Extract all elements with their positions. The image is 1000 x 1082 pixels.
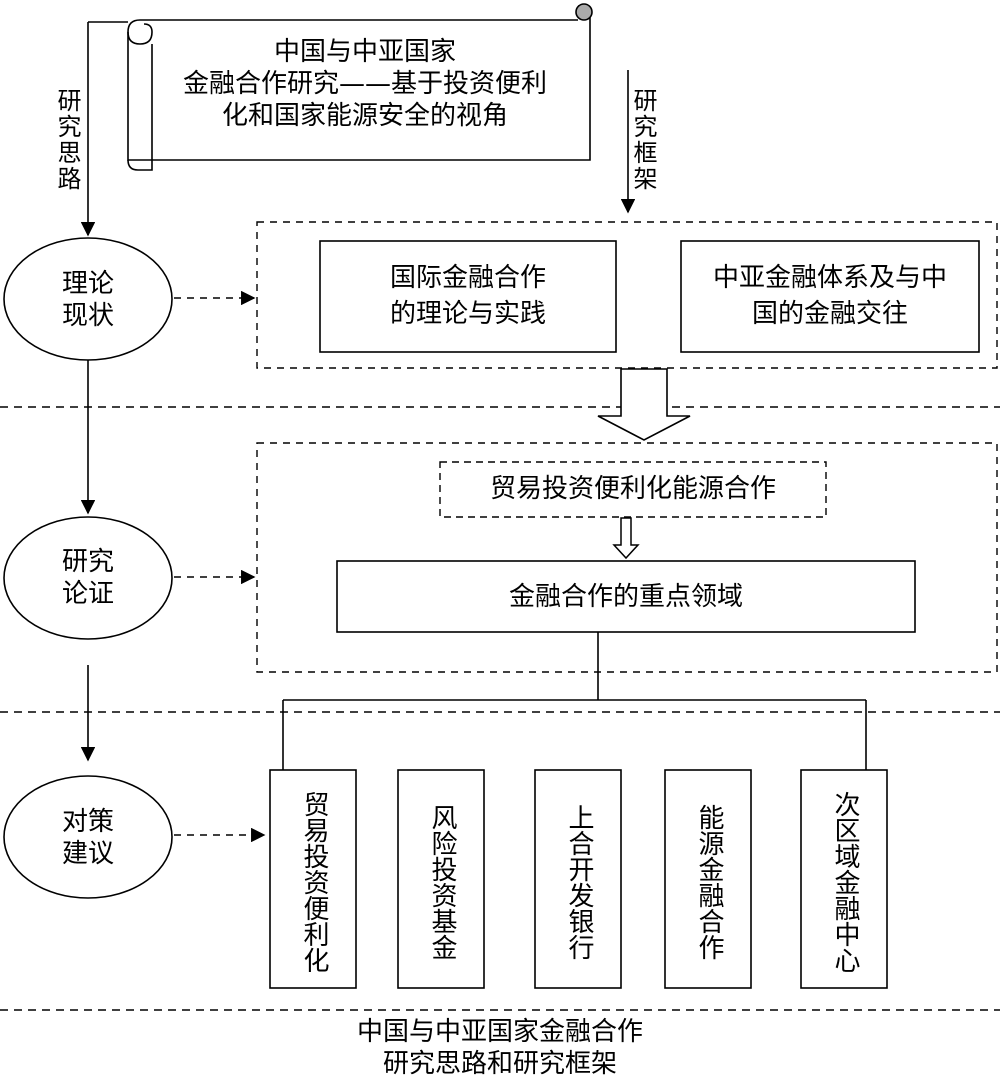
title-scroll [127,3,593,171]
theory-container [256,221,998,369]
label-research-approach: 研究思路 [53,88,81,192]
hollow-down-arrow [597,368,691,441]
field-2-text: 风险投资基金 [427,804,457,960]
research-top-box-frame [439,461,827,518]
field-box-3-frame [534,769,622,989]
stage-policy-line-1: 对策 [61,807,114,837]
title-line-2: 金融合作研究——基于投资便利 [182,69,547,99]
research-main-box-frame [336,560,916,633]
theory-box-1-line-2: 的理论与实践 [389,299,546,329]
theory-box-1-line-1: 国际金融合作 [389,263,546,293]
stage-policy-line-2: 建议 [61,839,114,869]
field-4-text: 能源金融合作 [694,804,724,960]
stage-ellipse-policy [3,775,173,899]
title-line-3: 化和国家能源安全的视角 [221,101,508,131]
stage-ellipse-theory [3,237,173,361]
field-1-text: 贸易投资便利化 [299,791,329,973]
stage-research-line-2: 论证 [61,579,114,609]
stage-theory-line-1: 理论 [61,269,114,299]
field-box-4-frame [664,769,752,989]
theory-box-2-line-2: 国的金融交往 [751,299,908,329]
stage-theory-line-2: 现状 [61,301,114,331]
research-top-text: 贸易投资便利化能源合作 [489,474,776,504]
field-5-text: 次区域金融中心 [830,791,860,973]
theory-box-1-frame [319,240,617,353]
stage-ellipse-research [3,516,173,640]
field-3-text: 上合开发银行 [564,804,594,960]
theory-box-2-frame [680,240,980,353]
field-box-5-frame [800,769,888,989]
title-line-1: 中国与中亚国家 [273,37,456,67]
stage-research-line-1: 研究 [61,547,114,577]
field-box-1-frame [269,769,357,989]
field-box-2-frame [397,769,485,989]
label-research-framework: 研究框架 [629,88,657,192]
research-main-text: 金融合作的重点领域 [508,582,743,612]
small-hollow-arrow [612,517,640,560]
theory-box-2-line-1: 中亚金融体系及与中 [712,263,947,293]
caption-line-1: 中国与中亚国家金融合作 [356,1017,643,1047]
caption-line-2: 研究思路和研究框架 [382,1049,617,1079]
research-container [256,442,998,673]
